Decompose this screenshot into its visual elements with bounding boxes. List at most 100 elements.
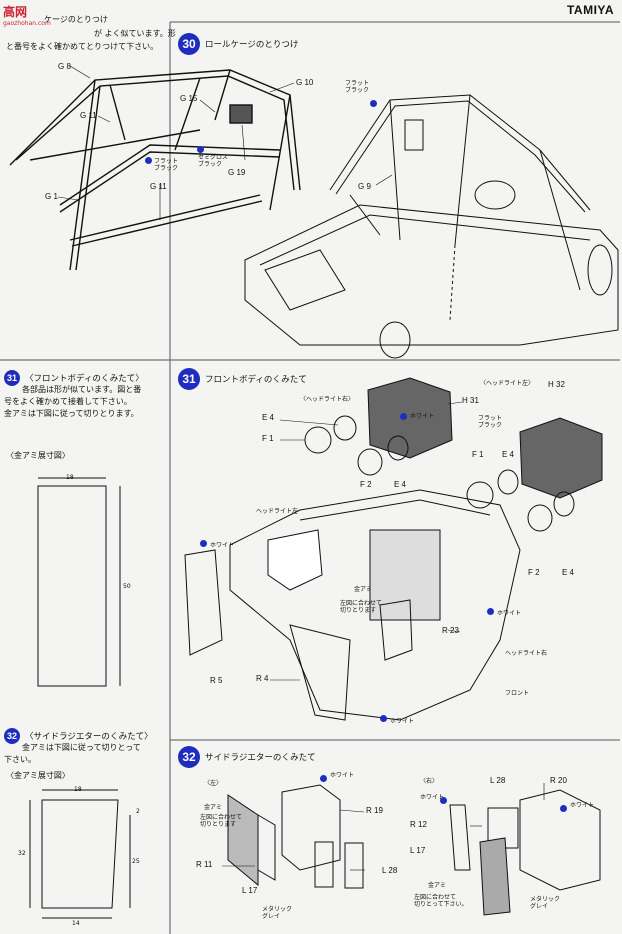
- part-r4: R 4: [256, 674, 269, 683]
- paint-dot-white-3: [487, 608, 494, 615]
- note-flat-black: フラットブラック: [478, 415, 503, 429]
- step32-heading: 32 サイドラジエターのくみたて: [178, 746, 316, 768]
- dim-b-top: 18: [74, 786, 82, 793]
- step32-intro-line2: 下さい。: [4, 755, 36, 764]
- step30-intro-line2: が よく似ています。形: [94, 29, 176, 38]
- car-body-drawing: [244, 94, 619, 359]
- part-f1-b: F 1: [472, 450, 484, 459]
- step31-intro-line2: 号をよく確かめて接着して下さい。: [4, 397, 132, 406]
- paint-flat-black-a: フラットブラック: [154, 158, 179, 172]
- mesh-diagram-label-b: 〈金アミ展寸図〉: [6, 771, 70, 780]
- note-mesh-a-cut: 左図に合わせて切りとります: [200, 814, 243, 828]
- paint-dot-white-1: [400, 413, 407, 420]
- part-l17-a: L 17: [242, 886, 258, 895]
- mesh-diagram-label-a: 〈金アミ展寸図〉: [6, 451, 70, 460]
- note-front: フロント: [505, 690, 530, 697]
- part-g10: G 10: [296, 78, 314, 87]
- step31-intro-line1: 各部品は形が似ています。図と番: [22, 385, 142, 394]
- paint-flat-black-b: フラットブラック: [345, 80, 370, 94]
- note-mesh-a: 金アミ: [204, 804, 222, 811]
- mesh-template-b: [29, 789, 131, 919]
- note-mesh-b-cut: 左図に合わせて切りとって下さい。: [414, 894, 468, 908]
- note-headlight-right: 〈ヘッドライト右〉: [300, 396, 355, 403]
- note-mesh-cut: 左図に合わせて切りとります: [340, 600, 383, 614]
- note-white-a: ホワイト: [330, 772, 355, 779]
- note-white-c: ホワイト: [570, 802, 595, 809]
- headlight-right-assembly: [304, 377, 453, 476]
- paint-dot-semi-gloss: [197, 146, 204, 153]
- dim-a-height: 50: [123, 583, 131, 590]
- roll-cage-drawing: [9, 69, 301, 271]
- mesh-template-a: [37, 477, 121, 687]
- paint-dot-white-c: [560, 805, 567, 812]
- note-white-1: ホワイト: [410, 413, 435, 420]
- part-h32: H 32: [548, 380, 565, 389]
- radiator-left-drawing: [227, 784, 364, 889]
- note-metallic-gray-a: メタリックグレイ: [262, 906, 293, 920]
- paint-dot-flat-black-a: [145, 157, 152, 164]
- front-body-drawing: [184, 489, 521, 721]
- step30-intro-line3: と番号をよく確かめてとりつけて下さい。: [6, 42, 159, 51]
- step31-intro-heading: 31 〈フロントボディのくみたて〉: [4, 370, 144, 386]
- part-l28-b: L 28: [490, 776, 506, 785]
- note-headlight-right-2: ヘッドライト右: [505, 650, 548, 657]
- step32-intro-line1: 金アミは下図に従って切りとって: [22, 743, 141, 752]
- part-g11a: G 11: [80, 111, 97, 120]
- dim-b-right: 25: [132, 858, 140, 865]
- part-g19: G 19: [228, 168, 246, 177]
- label-right: 〈右〉: [420, 778, 439, 785]
- step31-heading: 31 フロントボディのくみたて: [178, 368, 307, 390]
- part-r11: R 11: [196, 860, 213, 869]
- step30-intro-line1: ケージのとりつけ: [44, 15, 108, 24]
- part-g15: G 15: [180, 94, 198, 103]
- paint-semi-gloss-black: セミグロスブラック: [198, 154, 229, 168]
- note-white-3: ホワイト: [497, 610, 522, 617]
- part-l17-b: L 17: [410, 846, 426, 855]
- dim-b-small: 2: [136, 808, 140, 815]
- headlight-left-assembly: [466, 417, 603, 532]
- part-g8: G 8: [58, 62, 71, 71]
- note-white-4: ホワイト: [390, 718, 415, 725]
- dim-b-left: 32: [18, 850, 26, 857]
- step30-badge: 30: [178, 33, 200, 55]
- part-r19: R 19: [366, 806, 383, 815]
- part-g9: G 9: [358, 182, 371, 191]
- part-f1-a: F 1: [262, 434, 274, 443]
- dim-a-width: 18: [66, 474, 74, 481]
- part-e4-b: E 4: [394, 480, 407, 489]
- part-f2-b: F 2: [528, 568, 540, 577]
- radiator-right-drawing: [449, 789, 601, 916]
- dim-b-bottom: 14: [72, 920, 80, 927]
- part-e4-a: E 4: [262, 413, 275, 422]
- paint-dot-white-2: [200, 540, 207, 547]
- note-headlight-left-top: 〈ヘッドライト左〉: [480, 380, 535, 387]
- step31-intro-line3: 金アミは下図に従って切りとります。: [4, 409, 139, 418]
- part-e4-c: E 4: [502, 450, 515, 459]
- part-f2-a: F 2: [360, 480, 372, 489]
- part-g1: G 1: [45, 192, 58, 201]
- part-g11b: G 11: [150, 182, 167, 191]
- step30-heading: 30 ロールケージのとりつけ: [178, 33, 298, 55]
- part-r12: R 12: [410, 820, 427, 829]
- part-l28-a: L 28: [382, 866, 398, 875]
- part-r20: R 20: [550, 776, 567, 785]
- step32-intro-heading: 32 〈サイドラジエターのくみたて〉: [4, 728, 153, 744]
- note-mesh: 金アミ: [354, 586, 372, 593]
- note-mesh-b: 金アミ: [428, 882, 446, 889]
- paint-dot-white-4: [380, 715, 387, 722]
- paint-dot-flat-black-b: [370, 100, 377, 107]
- part-r5: R 5: [210, 676, 223, 685]
- step30-title: ロールケージのとりつけ: [205, 40, 299, 50]
- part-h31: H 31: [462, 396, 479, 405]
- note-white-b: ホワイト: [420, 794, 445, 801]
- part-e4-d: E 4: [562, 568, 575, 577]
- note-metallic-gray-b: メタリックグレイ: [530, 896, 561, 910]
- note-white-2: ホワイト: [210, 542, 235, 549]
- label-left: 〈左〉: [204, 780, 223, 787]
- brand-logo: TAMIYA: [566, 3, 614, 17]
- part-r23: R 23: [442, 626, 459, 635]
- paint-dot-white-b: [440, 797, 447, 804]
